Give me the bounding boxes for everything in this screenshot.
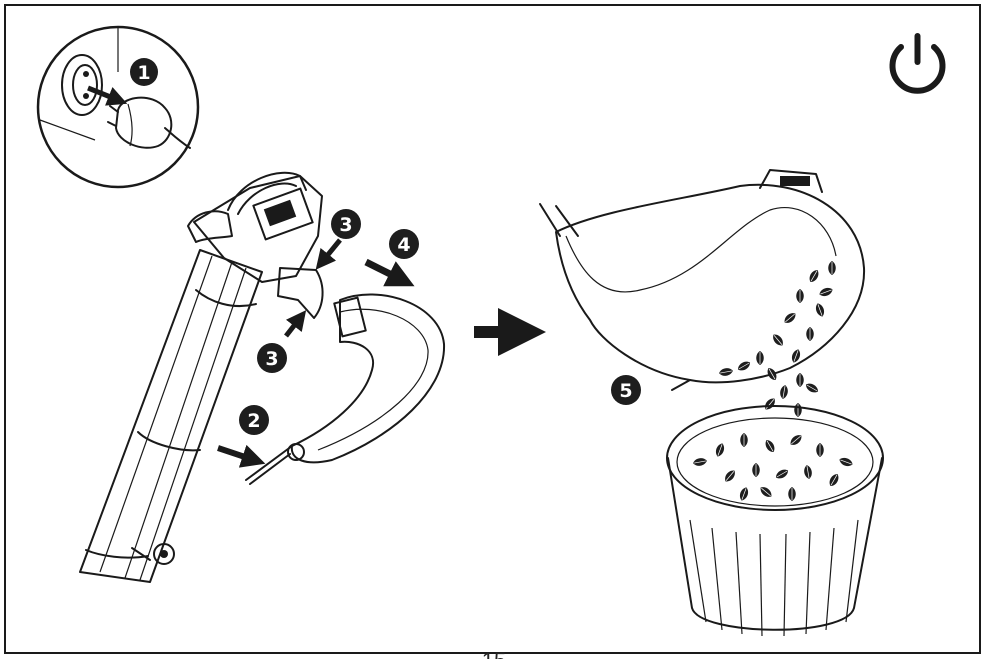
page-number: 15 xyxy=(482,648,506,659)
step-number: 5 xyxy=(619,380,632,402)
step-number: 1 xyxy=(137,62,150,84)
emptying-bag xyxy=(539,169,866,418)
leaf-blower xyxy=(79,171,324,583)
bucket-leaves xyxy=(692,432,855,503)
step-badge-3-top: 3 xyxy=(331,209,361,239)
step-number: 3 xyxy=(265,348,278,370)
unplug-arrow xyxy=(87,85,128,106)
bucket xyxy=(666,405,884,637)
step-number: 3 xyxy=(339,214,352,236)
step-badge-5: 5 xyxy=(611,375,641,405)
step-number: 4 xyxy=(397,234,410,256)
step-badge-1: 1 xyxy=(130,58,158,86)
plug-unplug-icon xyxy=(107,96,191,149)
step-badge-4: 4 xyxy=(389,229,419,259)
power-icon xyxy=(889,33,946,94)
down-left-arrow-icon xyxy=(315,238,342,270)
collection-bag xyxy=(245,293,446,485)
right-arrow-icon xyxy=(364,258,415,287)
falling-leaves xyxy=(718,260,837,418)
page-frame xyxy=(4,4,981,654)
step-badge-3-bottom: 3 xyxy=(257,343,287,373)
unplug-inset xyxy=(36,25,200,189)
right-arrow-icon xyxy=(217,444,266,468)
step-badge-2: 2 xyxy=(239,405,269,435)
step-number: 2 xyxy=(247,410,260,432)
up-right-arrow-icon xyxy=(284,310,307,338)
